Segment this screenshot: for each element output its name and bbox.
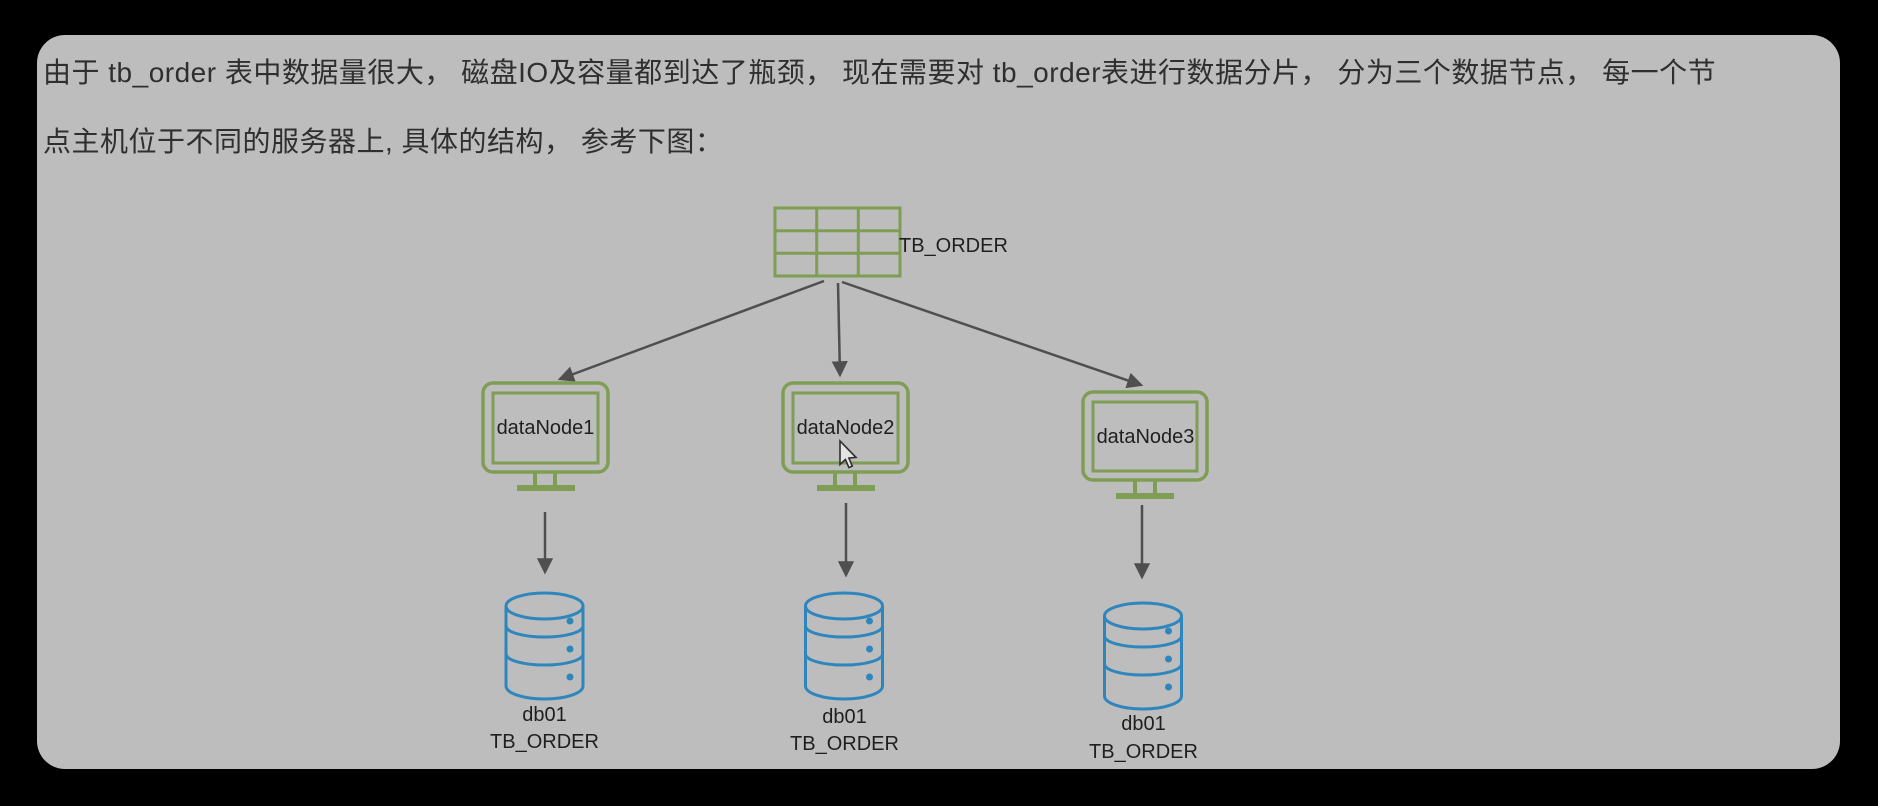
monitor-icon-node1 (481, 381, 610, 491)
monitor-icon-node2 (781, 381, 910, 491)
intro-line-2: 点主机位于不同的服务器上, 具体的结构， 参考下图： (43, 126, 724, 157)
table-grid-icon (773, 206, 902, 278)
node1-label: dataNode1 (496, 417, 595, 439)
db-cylinder-icon-node2 (804, 591, 884, 701)
monitor-icon-node3 (1081, 390, 1209, 499)
node3-label: dataNode3 (1096, 426, 1195, 448)
arrow-table-to-node3 (841, 280, 1144, 389)
arrow-table-to-node2 (831, 282, 848, 378)
db-cylinder-icon-node1 (504, 591, 585, 701)
intro-text: 由于 tb_order 表中数据量很大， 磁盘IO及容量都到达了瓶颈， 现在需要… (43, 38, 1843, 176)
db1-table-label: TB_ORDER (490, 731, 599, 753)
db3-table-label: TB_ORDER (1089, 741, 1198, 763)
db3-name-label: db01 (1121, 713, 1166, 735)
db2-name-label: db01 (822, 706, 867, 728)
db1-name-label: db01 (522, 704, 567, 726)
content-panel (37, 35, 1840, 769)
db2-table-label: TB_ORDER (790, 733, 899, 755)
intro-line-1: 由于 tb_order 表中数据量很大， 磁盘IO及容量都到达了瓶颈， 现在需要… (43, 57, 1717, 88)
table-label: TB_ORDER (899, 235, 1008, 257)
db-cylinder-icon-node3 (1103, 601, 1183, 711)
mouse-cursor-icon (839, 439, 858, 469)
node2-label: dataNode2 (796, 417, 895, 439)
arrow-table-to-node1 (557, 279, 825, 382)
